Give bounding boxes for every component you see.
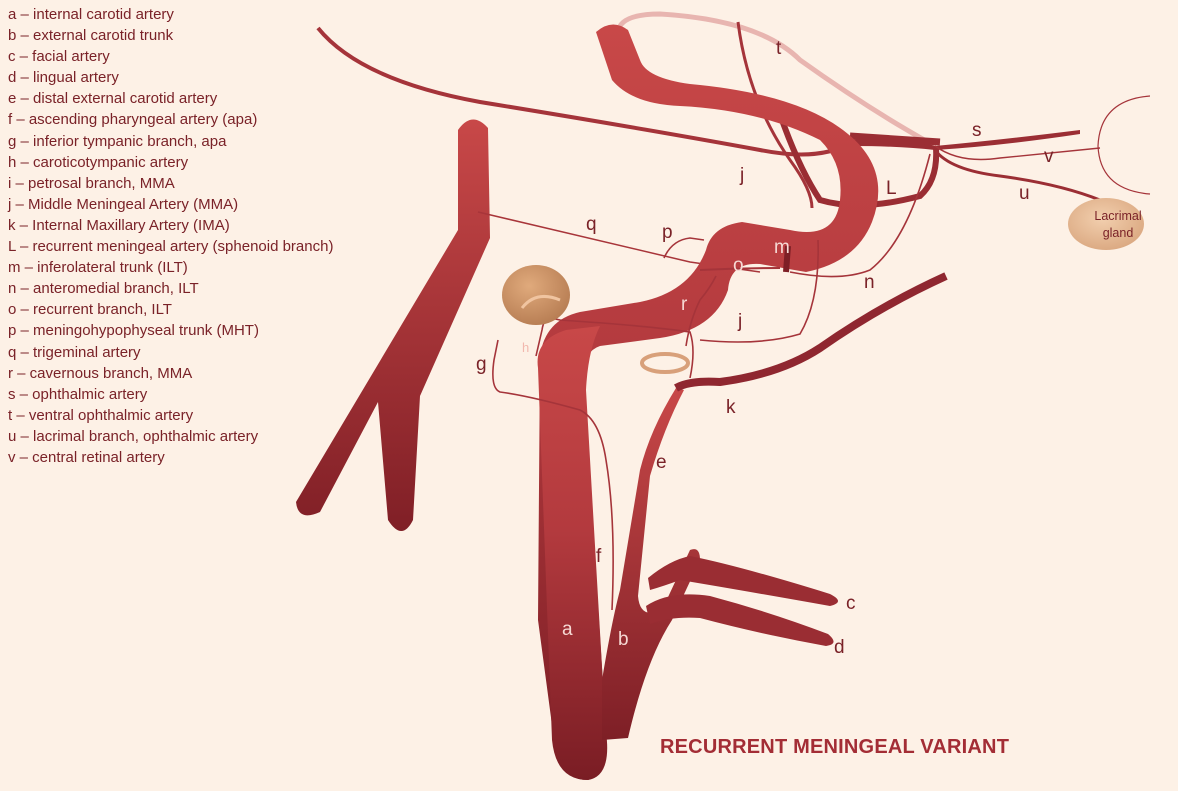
ophthalmic-artery — [852, 130, 1080, 150]
legend-item: v – central retinal artery — [8, 448, 165, 466]
anteromedial-branch — [789, 153, 931, 278]
mma-lower-branch — [699, 239, 819, 343]
label-m: m — [774, 237, 790, 258]
legend-item: u – lacrimal branch, ophthalmic artery — [8, 427, 259, 445]
ventral-ophthalmic-artery — [615, 11, 937, 149]
ventral-branch-line — [736, 21, 814, 209]
tympanic-ball — [502, 265, 570, 325]
gland-label-line2: gland — [1103, 226, 1134, 240]
legend-item: j – Middle Meningeal Artery (MMA) — [8, 195, 239, 213]
ophthalmic-artery-trunk — [849, 132, 941, 146]
cavernous-branch — [685, 275, 717, 347]
label-h: h — [522, 340, 529, 355]
legend-item: m – inferolateral trunk (ILT) — [8, 259, 188, 277]
inferolateral-trunk — [783, 245, 791, 273]
legend-item: k – Internal Maxillary Artery (IMA) — [8, 216, 230, 234]
label-L: L — [886, 178, 897, 199]
label-g: g — [476, 354, 487, 375]
lingual-artery — [646, 594, 834, 646]
label-j-lower: j — [737, 311, 742, 332]
legend-item: g – inferior tympanic branch, apa — [8, 132, 227, 150]
label-e: e — [656, 452, 667, 473]
label-b: b — [618, 629, 629, 650]
legend-item: c – facial artery — [8, 48, 110, 66]
legend-item: d – lingual artery — [8, 69, 119, 87]
gland-label-line1: Lacrimal — [1094, 209, 1141, 223]
ascending-pharyngeal-artery — [492, 339, 614, 611]
internal-maxillary-artery — [674, 272, 948, 392]
legend-item: q – trigeminal artery — [8, 343, 141, 361]
meningohypophyseal-trunk — [663, 237, 705, 259]
label-o: o — [733, 255, 744, 276]
label-n: n — [864, 272, 875, 293]
label-s: s — [972, 120, 982, 141]
label-k: k — [726, 397, 736, 418]
recurrent-branch-ilt — [699, 267, 781, 271]
label-v: v — [1044, 146, 1054, 167]
legend-item: e – distal external carotid artery — [8, 90, 218, 108]
label-p: p — [662, 222, 673, 243]
legend-item: t – ventral ophthalmic artery — [8, 406, 194, 424]
label-d: d — [834, 637, 845, 658]
legend-item: o – recurrent branch, ILT — [8, 301, 172, 319]
lacrimal-gland — [1068, 198, 1144, 250]
legend-item: n – anteromedial branch, ILT — [8, 280, 199, 298]
foramen-ring — [640, 352, 690, 374]
ica-lower-trunk — [537, 326, 607, 780]
label-c: c — [846, 593, 856, 614]
central-retinal-artery — [934, 145, 1101, 161]
legend-item: p – meningohypophyseal trunk (MHT) — [8, 322, 259, 340]
left-artery-shape — [296, 119, 490, 531]
legend-item: b – external carotid trunk — [8, 27, 174, 45]
label-j-upper: j — [739, 165, 744, 186]
label-a: a — [562, 619, 573, 640]
diagram-title: RECURRENT MENINGEAL VARIANT — [660, 736, 1009, 758]
legend-list: a – internal carotid artery b – external … — [8, 4, 333, 468]
tympanic-ball-highlight — [520, 294, 561, 309]
label-t: t — [776, 38, 782, 59]
external-carotid-trunk — [602, 388, 700, 740]
legend-item: r – cavernous branch, MMA — [8, 364, 193, 382]
mma-long-branch — [316, 26, 854, 157]
legend-item: f – ascending pharyngeal artery (apa) — [8, 111, 258, 129]
label-r: r — [681, 294, 688, 315]
legend-item: a – internal carotid artery — [8, 6, 174, 23]
legend-item: i – petrosal branch, MMA — [8, 174, 175, 192]
legend-item: s – ophthalmic artery — [8, 385, 148, 403]
label-u: u — [1019, 183, 1030, 204]
facial-artery — [648, 556, 838, 606]
eye-outline — [1097, 95, 1151, 195]
legend-item: h – caroticotympanic artery — [8, 153, 189, 171]
label-f: f — [596, 546, 602, 567]
label-q: q — [586, 214, 597, 235]
legend-item: L – recurrent meningeal artery (sphenoid… — [8, 238, 334, 256]
lacrimal-branch — [933, 149, 1101, 202]
